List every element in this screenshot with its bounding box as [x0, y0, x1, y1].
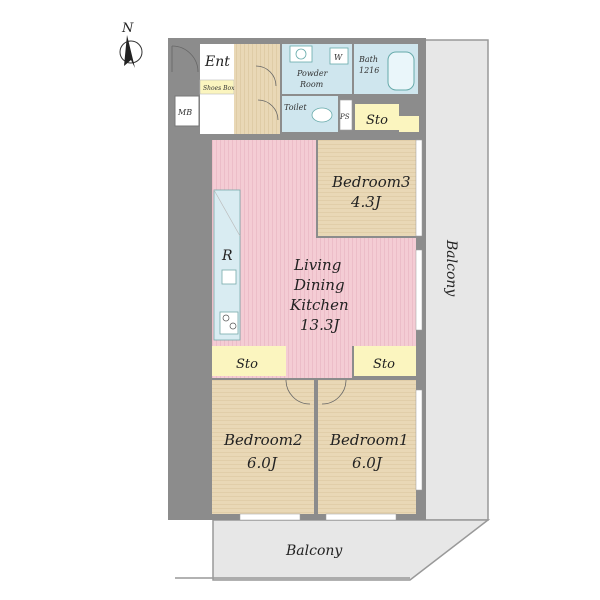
meter-box-label: MB — [177, 108, 192, 117]
storage-left-floor — [212, 346, 286, 376]
toilet-label: Toilet — [284, 103, 307, 112]
pipe-space — [339, 99, 353, 131]
powder-room-label-line2: Room — [299, 80, 324, 89]
compass-ring — [119, 40, 143, 64]
ldk-label-line2: Dining — [293, 276, 345, 294]
wall-corner-sw — [195, 500, 213, 520]
powder-room-label-line1: Powder — [296, 69, 329, 78]
bedroom3-floor — [318, 140, 416, 236]
bedroom1-size: 6.0J — [352, 454, 383, 472]
ldk-label-line1: Living — [293, 256, 341, 274]
toilet-icon — [311, 107, 333, 123]
bedroom3-window — [415, 139, 423, 237]
bedroom1-side-window — [415, 389, 423, 491]
toilet-door-swing — [257, 99, 279, 121]
storage-right-floor — [354, 346, 416, 376]
north-arrow-icon — [124, 35, 135, 68]
kitchen-sink-icon — [221, 269, 237, 285]
ldk-label-line3: Kitchen — [289, 296, 349, 314]
pipe-space-label: PS — [339, 113, 350, 121]
washer-label: W — [334, 53, 343, 62]
balcony-south-area — [212, 519, 491, 581]
north-letter: N — [121, 21, 134, 36]
bedroom1-window — [325, 513, 397, 521]
ldk-floor-south — [288, 346, 352, 378]
ldk-floor-east — [316, 238, 416, 346]
powder-door-swing — [255, 65, 277, 87]
meter-box — [174, 95, 200, 127]
entrance-door-swing — [171, 45, 199, 73]
compass: N — [119, 21, 143, 68]
entrance-label: Ent — [204, 54, 230, 70]
bedroom1-door-swing — [321, 379, 347, 405]
ldk-size: 13.3J — [300, 316, 340, 334]
bath-label-line2: 1216 — [359, 66, 379, 75]
stove-icon — [219, 311, 239, 335]
bedroom1-name: Bedroom1 — [329, 431, 409, 449]
washer-icon — [329, 47, 349, 65]
storage-left-label: Sto — [236, 357, 258, 372]
sink-icon — [289, 45, 313, 63]
bedroom2-door-swing — [285, 379, 311, 405]
shoes-box-label: Shoes Box — [203, 85, 235, 92]
bathtub-icon — [387, 51, 415, 91]
bedroom2-name: Bedroom2 — [223, 431, 303, 449]
bedroom1-floor — [318, 380, 416, 514]
bedroom2-window — [239, 513, 301, 521]
hallway-floor — [234, 44, 280, 134]
bath-label-line1: Bath — [358, 55, 378, 64]
bedroom3-name: Bedroom3 — [331, 173, 411, 191]
balcony-south-label: Balcony — [285, 543, 343, 559]
bedroom3-size: 4.3J — [350, 193, 382, 211]
storage-right-label: Sto — [373, 357, 395, 372]
ldk-window — [415, 249, 423, 331]
bedroom2-floor — [212, 380, 314, 514]
refrigerator-label: R — [221, 248, 233, 264]
bedroom2-size: 6.0J — [247, 454, 278, 472]
storage-top-label: Sto — [366, 113, 388, 128]
balcony-east-label: Balcony — [443, 239, 459, 297]
storage-top-floor — [355, 104, 399, 130]
